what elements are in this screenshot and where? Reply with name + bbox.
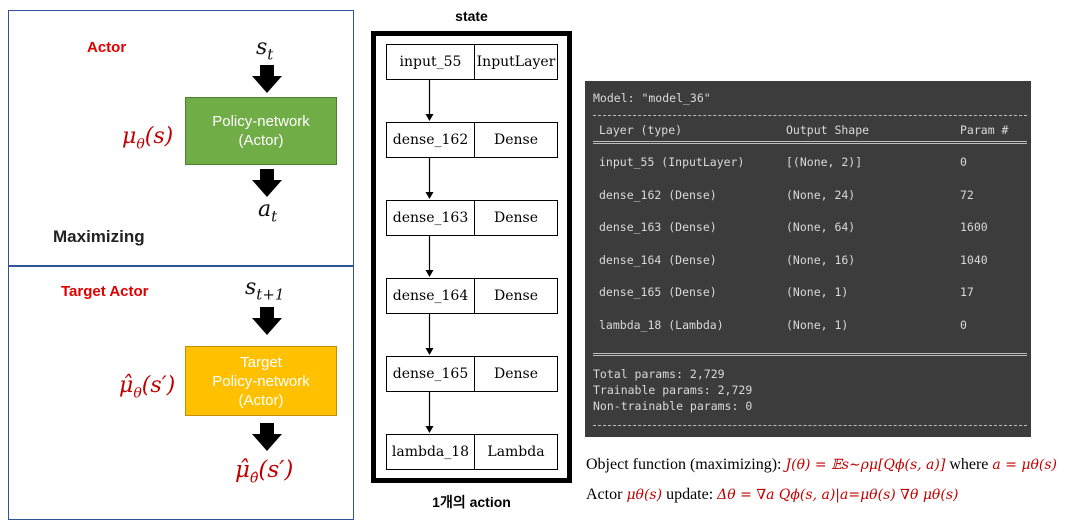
- graph-node-lambda-18: lambda_18 Lambda: [386, 434, 558, 470]
- graph-node-dense-162: dense_162 Dense: [386, 122, 558, 158]
- summary-row-params: 72: [960, 187, 974, 202]
- summary-row-params: 1040: [960, 252, 988, 267]
- summary-row-shape: (None, 1): [786, 318, 849, 332]
- summary-row-layer: dense_162 (Dense): [599, 187, 717, 202]
- update-prefix: Actor: [586, 486, 623, 503]
- update-policy: μθ(s): [626, 487, 663, 503]
- graph-node-dense-163: dense_163 Dense: [386, 200, 558, 236]
- arrowhead-icon: [425, 192, 434, 199]
- graph-edges: [425, 79, 434, 433]
- summary-row-shape: [(None, 2)]: [786, 155, 863, 169]
- summary-row-shape: (None, 16): [786, 252, 856, 267]
- summary-row-shape: (None, 24): [786, 187, 856, 202]
- down-arrow-icon: [252, 65, 282, 93]
- summary-divider: [593, 425, 1027, 426]
- objective-where: where: [949, 456, 989, 473]
- summary-row-layer: dense_164 (Dense): [599, 252, 717, 267]
- actor-policy-symbol: μθ(s): [122, 124, 174, 153]
- arrowhead-icon: [425, 348, 434, 355]
- policy-network-box: Policy-network (Actor): [185, 97, 337, 165]
- objective-condition: a = μθ(s): [992, 457, 1058, 473]
- summary-row-layer: lambda_18 (Lambda): [599, 318, 724, 332]
- graph-node-type: InputLayer: [476, 54, 556, 70]
- summary-divider: [593, 141, 1027, 144]
- graph-node-type: Dense: [494, 132, 538, 148]
- down-arrow-icon: [252, 423, 282, 451]
- actor-title: Actor: [87, 39, 127, 56]
- graph-node-name: dense_163: [387, 201, 475, 235]
- graph-title: state: [455, 8, 488, 24]
- summary-trainable: Trainable params: 2,729: [593, 383, 753, 397]
- update-formula: Actor μθ(s) update: Δθ = ∇a Qϕ(s, a)|a=μ…: [586, 486, 958, 504]
- target-action-output: μ̂θ̂(s′): [235, 457, 294, 487]
- actor-panel: Actor st μθ(s) Policy-network (Actor) at…: [8, 10, 354, 266]
- summary-header-params: Param #: [960, 123, 1009, 137]
- down-arrow-icon: [252, 307, 282, 335]
- graph-node-name: dense_164: [387, 279, 475, 313]
- summary-non-trainable: Non-trainable params: 0: [593, 399, 753, 413]
- objective-expression: J(θ) = 𝔼s∼ρμ[Qϕ(s, a)]: [785, 457, 946, 473]
- summary-row-shape: (None, 64): [786, 220, 856, 235]
- target-policy-network-box: Target Policy-network (Actor): [185, 346, 337, 416]
- summary-row-params: 17: [960, 285, 974, 300]
- graph-footer: 1개의 action: [432, 494, 511, 510]
- summary-header-layer: Layer (type): [599, 123, 683, 137]
- next-state-input-label: st+1: [245, 275, 285, 304]
- target-actor-title: Target Actor: [61, 283, 149, 300]
- summary-divider: [593, 115, 1027, 116]
- summary-divider: [593, 353, 1027, 356]
- summary-header-shape: Output Shape: [786, 123, 870, 137]
- summary-model-name: Model: "model_36": [593, 91, 711, 105]
- update-word: update:: [666, 486, 714, 503]
- down-arrow-icon: [252, 169, 282, 197]
- graph-node-type: Dense: [494, 366, 538, 382]
- arrowhead-icon: [425, 270, 434, 277]
- graph-node-name: dense_165: [387, 357, 475, 391]
- summary-row-params: 0: [960, 318, 967, 332]
- state-input-label: st: [256, 35, 274, 64]
- graph-node-name: dense_162: [387, 123, 475, 157]
- arrowhead-icon: [425, 426, 434, 433]
- summary-row-params: 1600: [960, 220, 988, 235]
- graph-node-dense-164: dense_164 Dense: [386, 278, 558, 314]
- objective-prefix: Object function (maximizing):: [586, 456, 782, 473]
- summary-row-params: 0: [960, 155, 967, 169]
- summary-row-layer: dense_163 (Dense): [599, 220, 717, 235]
- graph-node-name: input_55: [387, 45, 475, 79]
- summary-row-layer: dense_165 (Dense): [599, 285, 717, 300]
- update-expression: Δθ = ∇a Qϕ(s, a)|a=μθ(s) ∇θ μθ(s): [717, 487, 959, 503]
- summary-row-layer: input_55 (InputLayer): [599, 155, 745, 169]
- graph-node-dense-165: dense_165 Dense: [386, 356, 558, 392]
- maximizing-caption: Maximizing: [53, 227, 145, 246]
- graph-node-type: Dense: [494, 210, 538, 226]
- summary-total: Total params: 2,729: [593, 367, 725, 381]
- graph-node-type: Dense: [494, 288, 538, 304]
- graph-node-type: Lambda: [487, 444, 545, 460]
- model-summary: Model: "model_36" Layer (type) Output Sh…: [585, 81, 1031, 437]
- target-actor-panel: Target Actor st+1 μ̂θ(s′) Target Policy-…: [8, 266, 354, 520]
- graph-node-name: lambda_18: [387, 435, 475, 469]
- target-policy-symbol: μ̂θ(s′): [119, 373, 176, 402]
- arrowhead-icon: [425, 114, 434, 121]
- summary-row-shape: (None, 1): [786, 285, 849, 300]
- objective-formula: Object function (maximizing): J(θ) = 𝔼s∼…: [586, 456, 1057, 474]
- action-output-label: at: [258, 197, 278, 226]
